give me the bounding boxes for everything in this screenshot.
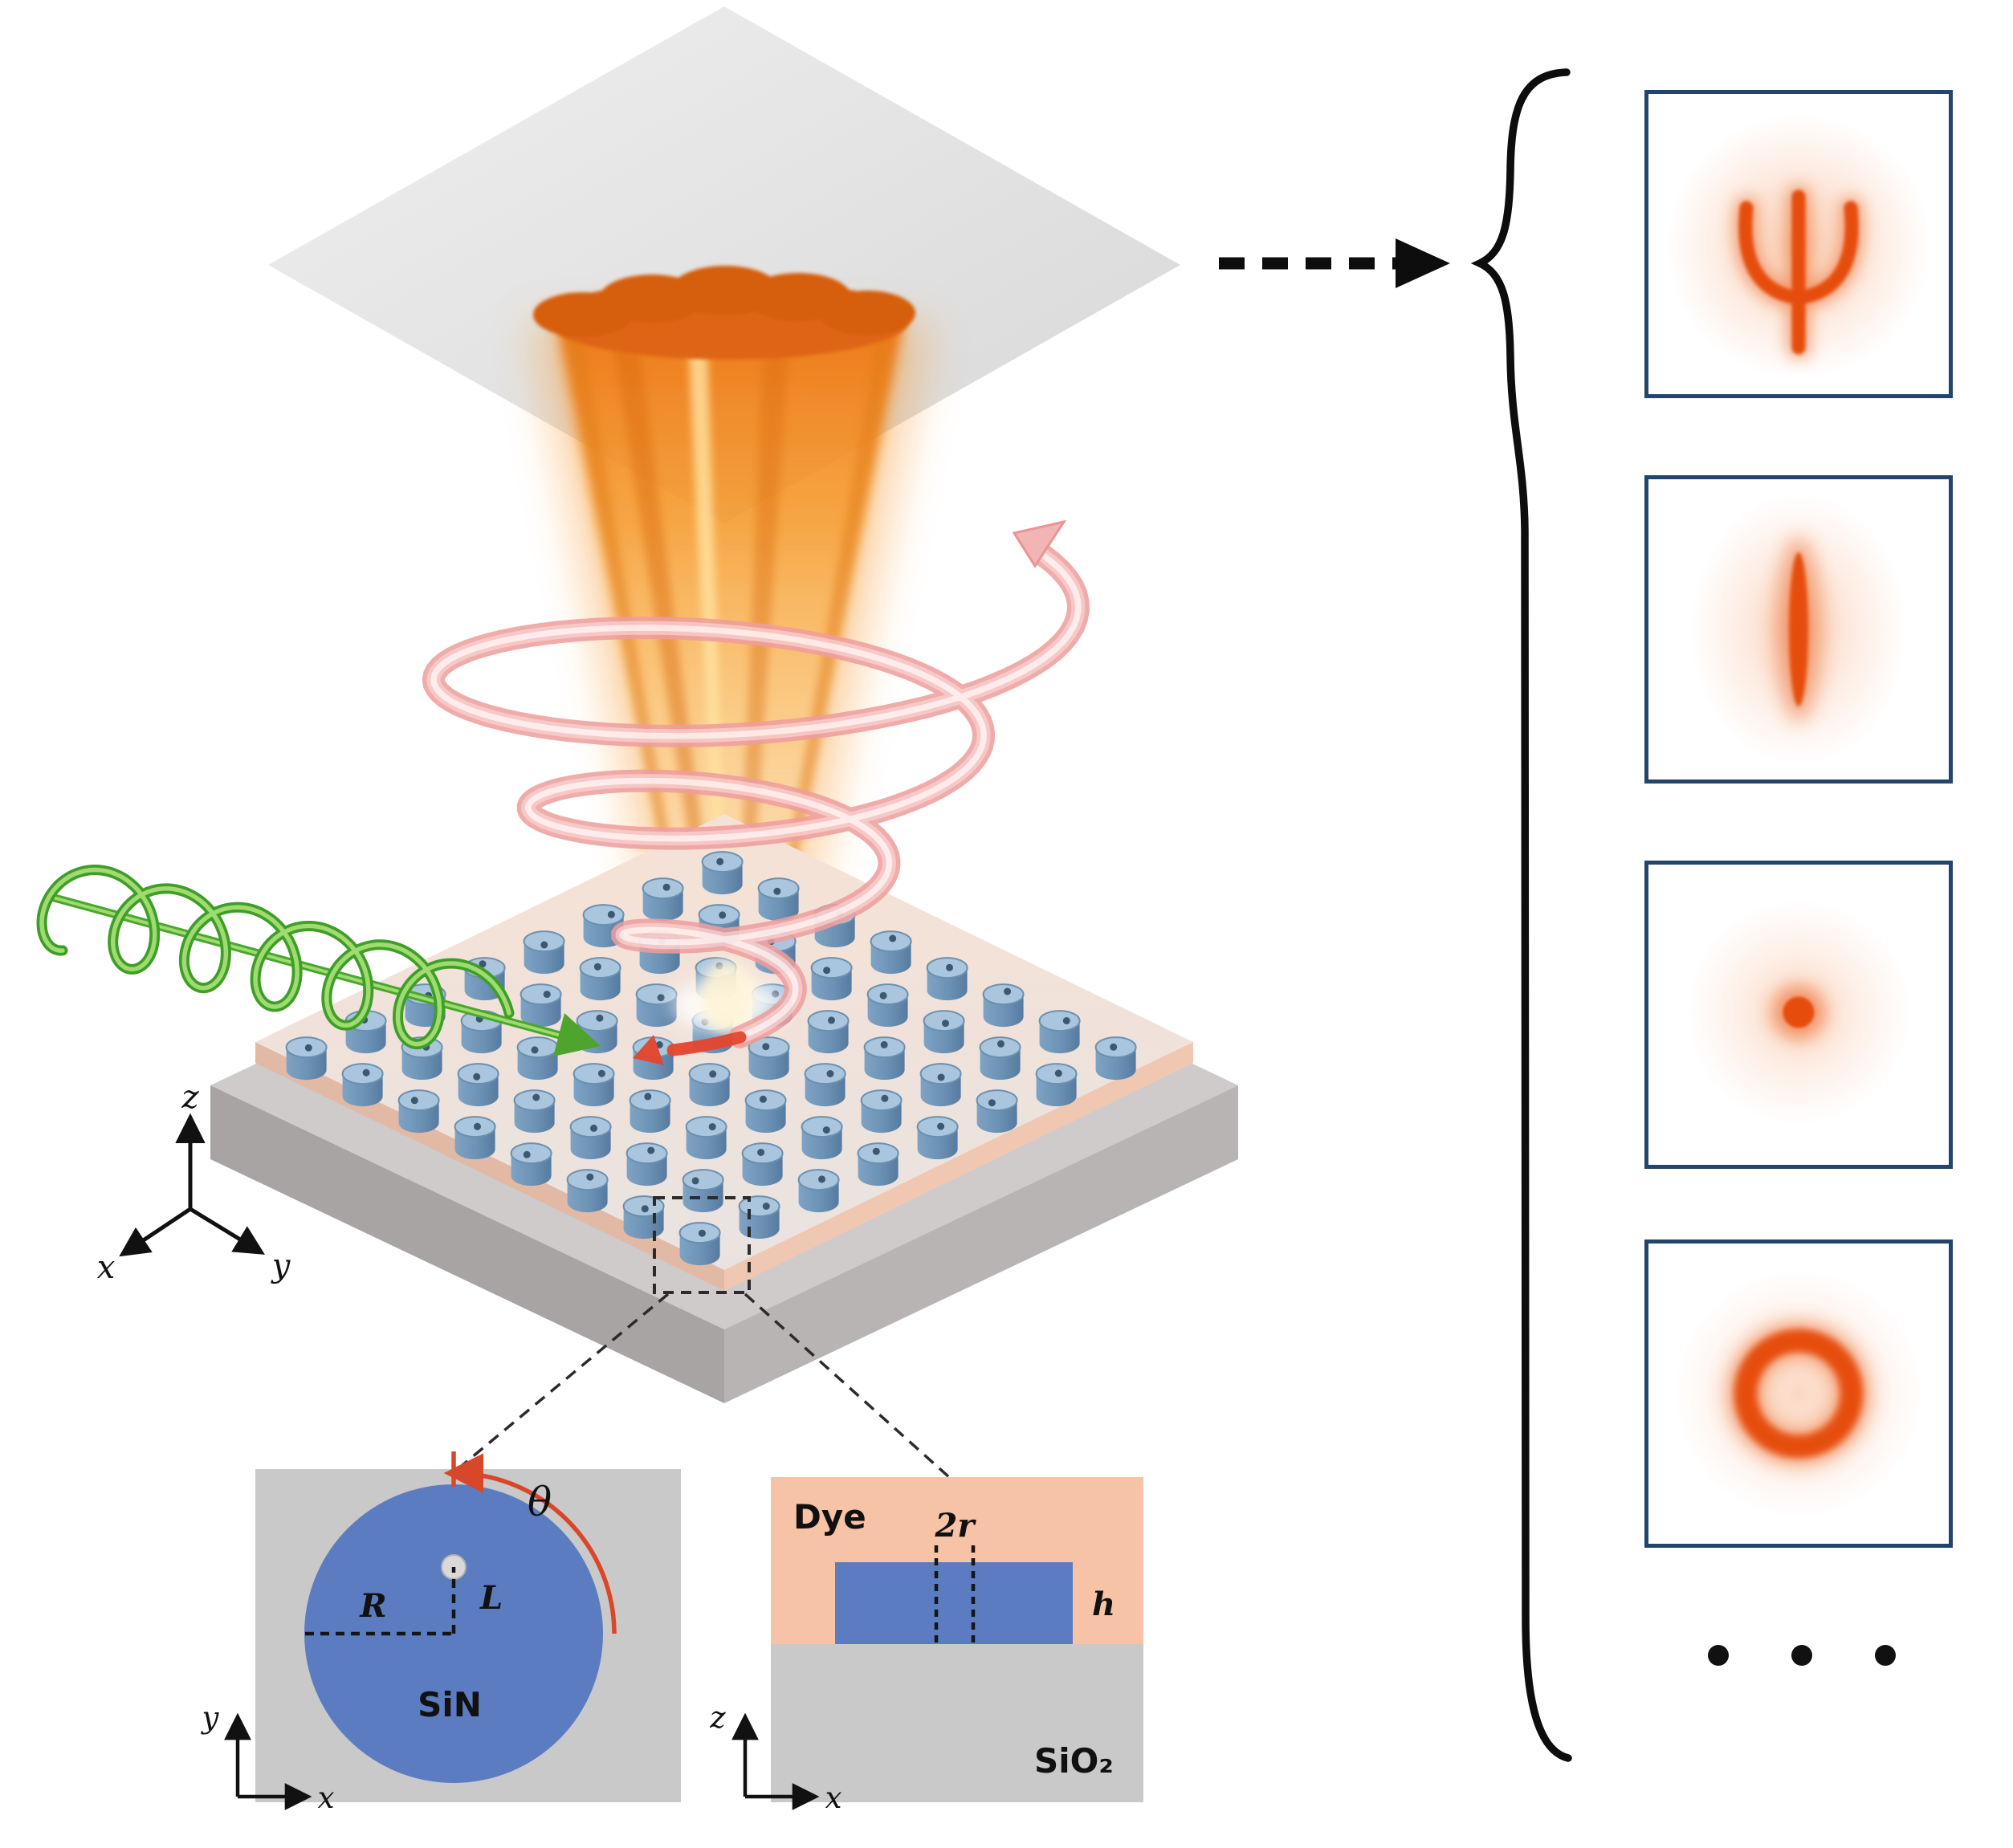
dye-label: Dye xyxy=(793,1497,866,1537)
ellipsis-dot xyxy=(1708,1645,1729,1666)
axis-label-y: y xyxy=(271,1248,291,1284)
axis-label-z: z xyxy=(181,1079,199,1116)
line-pattern-icon xyxy=(1690,493,1907,766)
vortex-spiral xyxy=(422,519,1090,1065)
diameter-label: 2r xyxy=(935,1507,977,1545)
inset-top-view: θ R L SiN y x xyxy=(201,1451,681,1815)
substrate-label: SiO₂ xyxy=(1034,1741,1114,1781)
beam-cap xyxy=(533,266,915,360)
leader-line-left xyxy=(456,1292,670,1471)
ellipsis-dot xyxy=(1875,1645,1896,1666)
ellipsis-dot xyxy=(1791,1645,1812,1666)
inset-top-axis-y: y xyxy=(201,1700,220,1735)
inset-top-axis-x: x xyxy=(318,1781,335,1815)
dashed-arrow xyxy=(1219,238,1450,288)
pattern-panel-psi xyxy=(1644,90,1953,398)
substrate-region xyxy=(771,1644,1143,1802)
spiral-top-arrowhead xyxy=(1012,519,1067,568)
pump-wave xyxy=(36,864,601,1056)
pump-arrowhead xyxy=(553,1013,601,1056)
ring-pattern-icon xyxy=(1674,1269,1923,1518)
curly-brace xyxy=(1470,68,1572,1762)
inset-cross-section: Dye 2r h SiO₂ z x xyxy=(709,1477,1143,1815)
image-plane xyxy=(268,6,1180,523)
zoom-dashed-box xyxy=(653,1196,751,1294)
material-label: SiN xyxy=(418,1685,482,1724)
leader-line-right xyxy=(744,1292,951,1479)
more-patterns-ellipsis xyxy=(1708,1645,1896,1666)
dot-pattern-icon xyxy=(1686,900,1911,1125)
coordinate-axes-main xyxy=(119,1113,265,1257)
radius-label: R xyxy=(359,1587,386,1625)
theta-label: θ xyxy=(528,1479,552,1525)
psi-pattern-icon xyxy=(1666,114,1931,379)
pattern-panel-dot xyxy=(1644,861,1953,1169)
offset-label: L xyxy=(479,1579,503,1617)
dashed-arrowhead xyxy=(1396,238,1450,288)
pattern-panel-ring xyxy=(1644,1239,1953,1548)
focus-glow xyxy=(671,960,784,1034)
inset-side-axis-x: x xyxy=(825,1781,842,1815)
theta-arc xyxy=(443,1453,617,1634)
pillar-cross-section xyxy=(835,1562,1073,1644)
spiral-bottom-arrowhead xyxy=(633,1035,664,1065)
pattern-panel-line xyxy=(1644,475,1953,784)
height-label: h xyxy=(1092,1585,1115,1623)
axis-label-x: x xyxy=(97,1249,116,1286)
inset-side-axis-z: z xyxy=(709,1700,726,1735)
